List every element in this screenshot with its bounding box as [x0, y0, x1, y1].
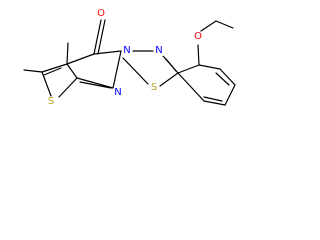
- bond-line: [224, 84, 236, 106]
- atom-label-sulfur-thiophene: S: [46, 96, 56, 107]
- bond-line: [66, 63, 78, 79]
- bond-line: [112, 50, 122, 89]
- bond-line: [79, 81, 112, 89]
- bond-line: [215, 72, 230, 86]
- bond-line: [66, 42, 69, 65]
- bond-line: [215, 20, 234, 29]
- bond-line: [197, 44, 200, 66]
- bond-line: [97, 19, 106, 55]
- bond-line: [165, 58, 177, 72]
- molecule-structure: [23, 19, 236, 106]
- bond-line: [159, 72, 179, 87]
- atom-label-sulfur-thiadiazole: S: [149, 82, 159, 93]
- bond-line: [23, 69, 43, 73]
- bond-line: [203, 100, 226, 106]
- bond-line: [200, 20, 217, 32]
- bond-line: [198, 64, 221, 70]
- bond-line: [43, 67, 62, 76]
- bond-line: [93, 19, 102, 55]
- bond-line: [41, 71, 52, 97]
- atom-label-nitrogen-triazole: N: [154, 45, 164, 56]
- bond-line: [177, 72, 205, 102]
- bond-line: [58, 77, 78, 98]
- bond-line: [203, 96, 223, 102]
- bond-line: [66, 53, 95, 65]
- bond-line: [122, 57, 149, 85]
- atom-label-nitrogen-bridgehead: N: [122, 45, 132, 56]
- atom-label-ether-oxygen: O: [193, 31, 203, 42]
- atom-label-nitrogen-pyrimidine: N: [113, 87, 123, 98]
- bond-line: [41, 63, 68, 73]
- bonds: [23, 19, 236, 106]
- bond-line: [76, 77, 114, 89]
- atom-label-carbonyl-oxygen: O: [96, 8, 106, 19]
- bond-line: [93, 50, 122, 55]
- bond-line: [219, 68, 236, 86]
- bond-line: [177, 64, 200, 74]
